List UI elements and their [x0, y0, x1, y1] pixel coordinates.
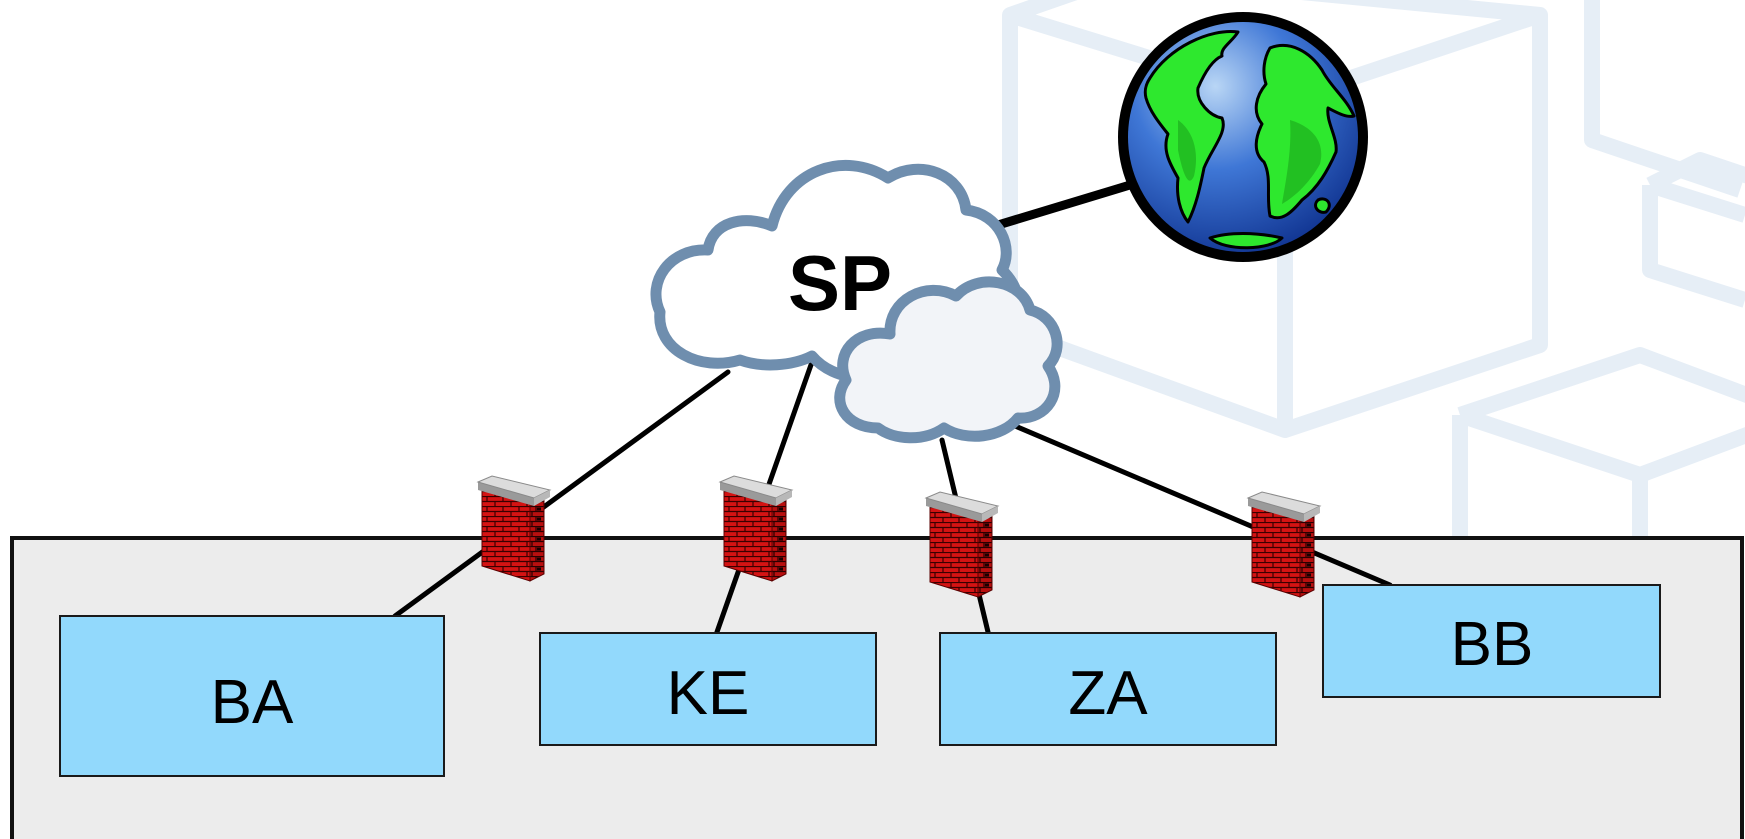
site-label-ba: BA — [211, 668, 294, 737]
site-box-za: ZA — [939, 632, 1277, 746]
brick-firewall-icon-bb — [1247, 491, 1321, 598]
site-box-bb: BB — [1322, 584, 1661, 698]
link-sp-bb — [1005, 420, 1393, 588]
globe-icon — [1118, 12, 1368, 262]
site-label-za: ZA — [1068, 659, 1148, 728]
provider-label: SP — [788, 239, 892, 327]
site-box-ba: BA — [59, 615, 445, 777]
link-sp-ba — [392, 369, 731, 619]
brick-firewall-icon-za — [925, 491, 999, 598]
site-label-bb: BB — [1451, 610, 1534, 679]
site-box-ke: KE — [539, 632, 877, 746]
brick-firewall-icon-ke — [719, 475, 793, 582]
site-label-ke: KE — [667, 659, 750, 728]
cloud-icon: SP — [650, 159, 1063, 444]
brick-firewall-icon-ba — [477, 475, 551, 582]
